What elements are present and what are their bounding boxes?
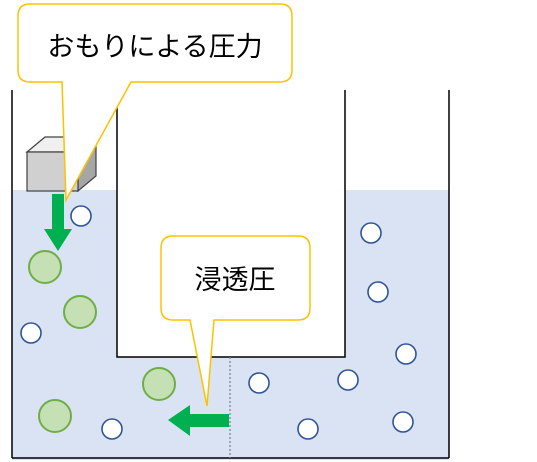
solute-particles xyxy=(28,250,176,433)
osmotic-pressure-callout: 浸透圧 xyxy=(160,235,311,407)
water-particle xyxy=(20,322,42,344)
weight-pressure-label: おもりによる圧力 xyxy=(47,32,262,63)
weight-pressure-callout: おもりによる圧力 xyxy=(17,3,293,203)
water-particle xyxy=(392,411,414,433)
water-particle xyxy=(297,418,319,440)
solute-particle xyxy=(28,250,62,284)
water-particle xyxy=(395,343,417,365)
solute-particle xyxy=(63,295,97,329)
left-arrow-icon xyxy=(168,405,229,436)
down-arrow-icon xyxy=(44,194,72,251)
water-particle xyxy=(367,281,389,303)
solute-particle xyxy=(142,367,176,401)
water-particle xyxy=(360,222,382,244)
water-particle xyxy=(337,369,359,391)
water-particles xyxy=(20,205,417,440)
solute-particle xyxy=(38,399,72,433)
water-particle xyxy=(248,372,270,394)
water-particle xyxy=(101,418,123,440)
water-particle xyxy=(70,205,92,227)
osmotic-pressure-label: 浸透圧 xyxy=(195,265,276,296)
